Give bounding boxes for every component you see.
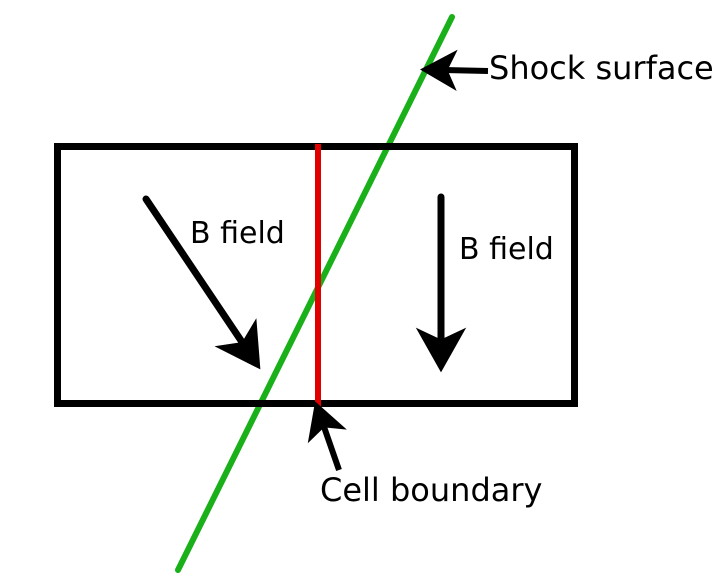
b-field-left-label: B field xyxy=(190,216,285,251)
shock-surface-callout-arrow xyxy=(420,49,489,91)
cell-boundary-label: Cell boundary xyxy=(320,471,543,509)
shock-surface-label: Shock surface xyxy=(489,49,714,87)
b-field-arrow-left xyxy=(142,195,261,370)
b-field-right-label: B field xyxy=(459,232,554,267)
cell-boundary-callout-arrow xyxy=(307,401,347,471)
